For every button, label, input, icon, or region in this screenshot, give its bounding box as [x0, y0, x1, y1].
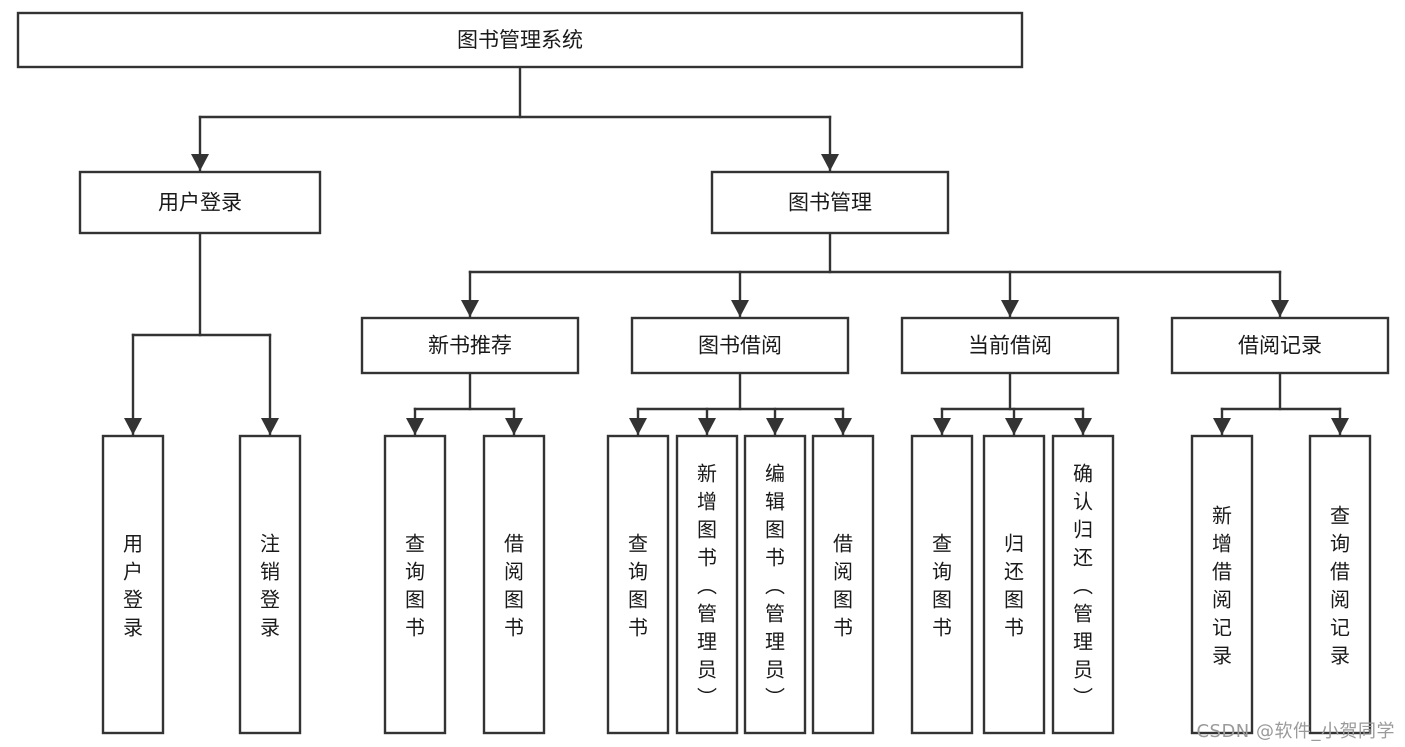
node-leaf-confirm-return[interactable]: 确认归还︵管理员︶ [1051, 434, 1115, 735]
node-label: 查询图书 [628, 531, 648, 639]
node-label: 新增图书︵管理员︶ [697, 461, 717, 709]
arrow-head-icon [731, 300, 749, 317]
arrow-head-icon [1213, 418, 1231, 435]
node-book-borrow[interactable]: 图书借阅 [630, 316, 850, 375]
node-leaf-add-book[interactable]: 新增图书︵管理员︶ [675, 434, 739, 735]
node-label: 注销登录 [260, 531, 280, 639]
arrow-head-icon [1001, 300, 1019, 317]
arrow-head-icon [1271, 300, 1289, 317]
node-boxes: 图书管理系统用户登录图书管理新书推荐图书借阅当前借阅借阅记录用户登录注销登录查询… [16, 11, 1390, 735]
node-label: 图书管理 [788, 191, 872, 215]
node-leaf-return-book[interactable]: 归还图书 [982, 434, 1046, 735]
node-leaf-query-book-2[interactable]: 查询图书 [606, 434, 670, 735]
arrow-head-icon [406, 418, 424, 435]
node-root[interactable]: 图书管理系统 [16, 11, 1024, 69]
arrow-head-icon [698, 418, 716, 435]
arrow-head-icon [261, 418, 279, 435]
node-label: 查询图书 [405, 531, 425, 639]
node-user-login[interactable]: 用户登录 [78, 170, 322, 235]
node-label: 归还图书 [1004, 531, 1024, 639]
arrow-head-icon [766, 418, 784, 435]
node-leaf-borrow-book-2[interactable]: 借阅图书 [811, 434, 875, 735]
arrow-head-icon [461, 300, 479, 317]
node-borrow-record[interactable]: 借阅记录 [1170, 316, 1390, 375]
node-label: 借阅图书 [833, 531, 853, 639]
node-label: 编辑图书︵管理员︶ [765, 461, 785, 709]
arrow-head-icon [505, 418, 523, 435]
arrow-head-icon [1074, 418, 1092, 435]
node-leaf-query-book-3[interactable]: 查询图书 [910, 434, 974, 735]
node-current-borrow[interactable]: 当前借阅 [900, 316, 1120, 375]
arrow-head-icon [933, 418, 951, 435]
csdn-watermark: CSDN @软件_小贺同学 [1196, 721, 1395, 742]
node-leaf-borrow-book-1[interactable]: 借阅图书 [482, 434, 546, 735]
arrow-head-icon [191, 154, 209, 171]
node-label: 新增借阅记录 [1212, 503, 1232, 667]
connector-lines [124, 65, 1349, 436]
node-label: 用户登录 [123, 531, 143, 639]
node-leaf-query-book-1[interactable]: 查询图书 [383, 434, 447, 735]
arrow-head-icon [629, 418, 647, 435]
node-label: 查询借阅记录 [1330, 503, 1350, 667]
arrow-head-icon [1005, 418, 1023, 435]
node-label: 图书管理系统 [457, 28, 583, 52]
arrow-head-icon [821, 154, 839, 171]
node-label: 确认归还︵管理员︶ [1073, 461, 1093, 709]
node-label: 查询图书 [932, 531, 952, 639]
node-leaf-user-login[interactable]: 用户登录 [101, 434, 165, 735]
node-leaf-edit-book[interactable]: 编辑图书︵管理员︶ [743, 434, 807, 735]
node-leaf-logout[interactable]: 注销登录 [238, 434, 302, 735]
arrow-head-icon [124, 418, 142, 435]
node-label: 借阅图书 [504, 531, 524, 639]
node-book-management[interactable]: 图书管理 [710, 170, 950, 235]
arrow-head-icon [1331, 418, 1349, 435]
node-label: 图书借阅 [698, 334, 782, 358]
node-label: 用户登录 [158, 191, 242, 215]
node-leaf-query-record[interactable]: 查询借阅记录 [1308, 434, 1372, 735]
node-new-book-recommend[interactable]: 新书推荐 [360, 316, 580, 375]
arrow-head-icon [834, 418, 852, 435]
node-leaf-add-record[interactable]: 新增借阅记录 [1190, 434, 1254, 735]
node-label: 当前借阅 [968, 334, 1052, 358]
node-label: 新书推荐 [428, 334, 512, 358]
node-label: 借阅记录 [1238, 334, 1322, 358]
